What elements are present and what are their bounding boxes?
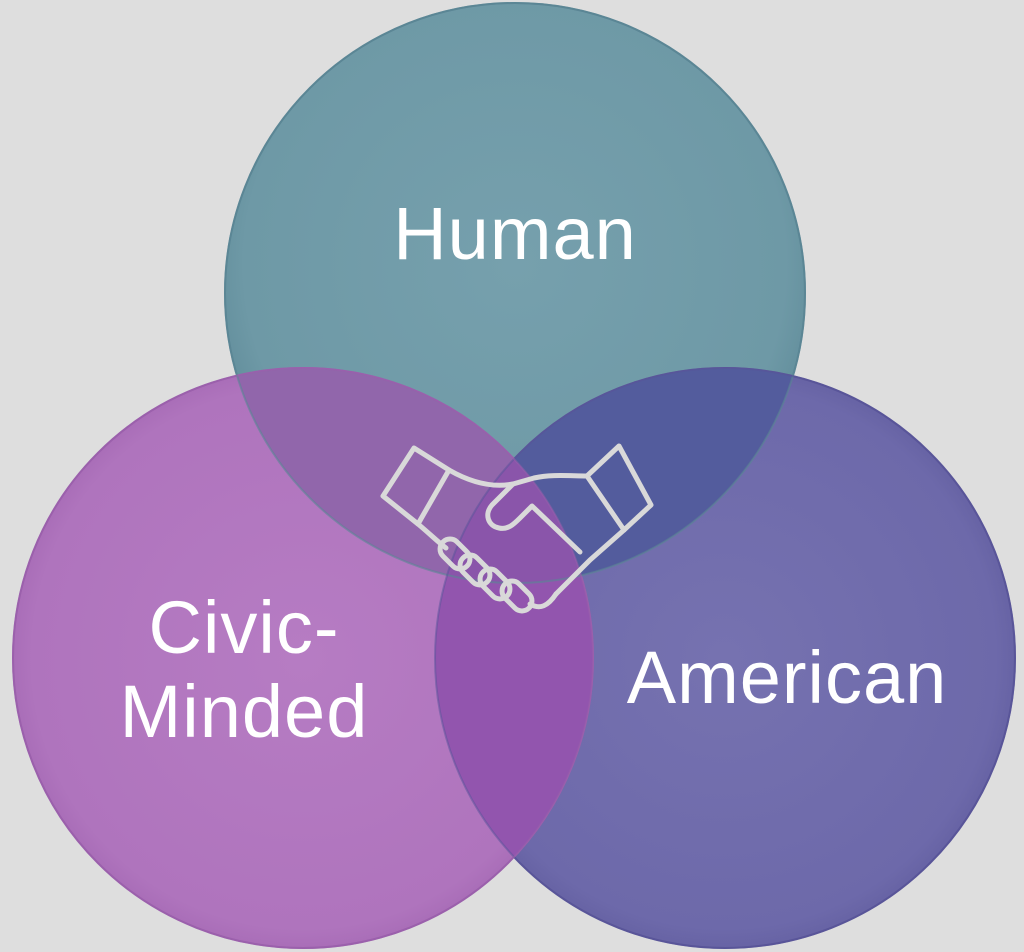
label-human: Human [393, 192, 637, 275]
overlap-human-civic [225, 368, 593, 583]
label-american: American [626, 636, 948, 719]
label-civic-minded: Civic- Minded [44, 586, 444, 754]
label-civic-line1: Civic- [148, 586, 340, 669]
overlap-human-american [435, 368, 805, 583]
label-civic-line2: Minded [119, 670, 369, 753]
handshake-icon [380, 443, 654, 614]
